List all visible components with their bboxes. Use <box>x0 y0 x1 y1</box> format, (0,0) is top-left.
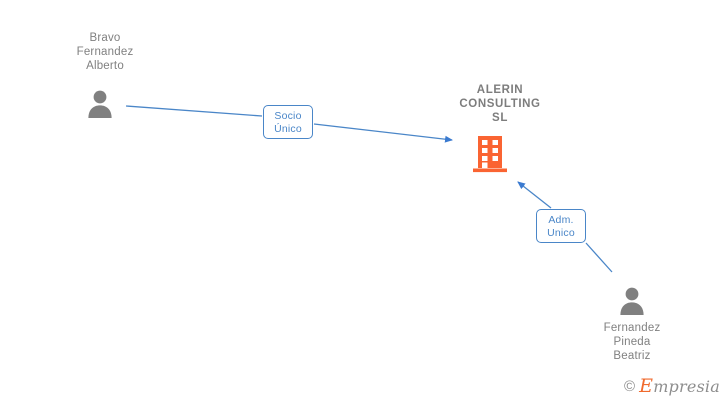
edge-line-socio-left-segment <box>125 105 263 117</box>
edge-line-adm-upper-segment <box>517 181 552 209</box>
building-icon <box>473 136 507 173</box>
copyright-icon: © <box>624 378 636 395</box>
company-label: ALERIN CONSULTING SL <box>459 84 541 124</box>
relation-label-socio-unico[interactable]: Socio Único <box>263 105 313 139</box>
brand-initial: E <box>639 375 654 397</box>
edge-line-adm-lower-segment <box>585 242 613 273</box>
relation-label-adm-unico[interactable]: Adm. Unico <box>536 209 586 243</box>
brand-rest: mpresia <box>653 377 720 396</box>
person-left-label: Bravo Fernandez Alberto <box>76 32 134 72</box>
person-icon <box>88 90 112 118</box>
brand-wordmark: Empresia <box>639 375 720 397</box>
edge-line-socio-right-segment <box>313 123 453 143</box>
person-icon <box>620 287 644 315</box>
person-right-label: Fernandez Pineda Beatriz <box>603 322 661 362</box>
watermark-empresia: © Empresia <box>624 375 720 397</box>
